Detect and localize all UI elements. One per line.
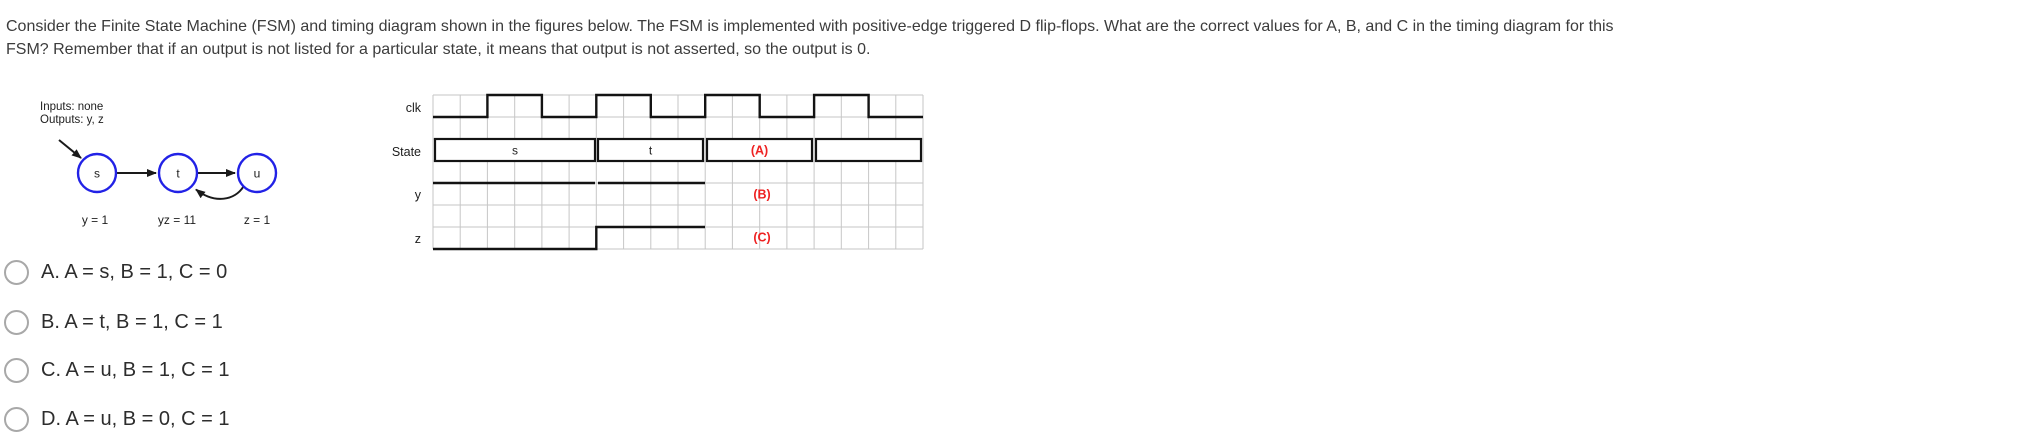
state-output-u: z = 1 bbox=[244, 213, 271, 227]
option-label-c: C. A = u, B = 1, C = 1 bbox=[41, 359, 230, 381]
placeholder-a: (A) bbox=[751, 144, 768, 158]
clk-waveform bbox=[433, 93, 923, 119]
fsm-outputs-label: Outputs: y, z bbox=[40, 114, 104, 126]
option-radio-a[interactable] bbox=[4, 260, 29, 285]
option-label-b: B. A = t, B = 1, C = 1 bbox=[41, 310, 223, 333]
option-radio-c[interactable] bbox=[4, 358, 29, 383]
option-row-c[interactable]: C. A = u, B = 1, C = 1 bbox=[0, 357, 229, 384]
fsm-diagram: Inputs: none Outputs: y, z s t u y = 1 y… bbox=[40, 101, 278, 227]
timing-diagram: clk State y z s t (A) (B) (C) bbox=[392, 93, 924, 251]
signal-label-z: z bbox=[415, 232, 421, 246]
question-text: Consider the Finite State Machine (FSM) … bbox=[6, 15, 1996, 61]
state-box-empty bbox=[814, 137, 923, 163]
fsm-inputs-label: Inputs: none bbox=[40, 101, 103, 113]
question-line-2: FSM? Remember that if an output is not l… bbox=[6, 41, 871, 58]
signal-label-y: y bbox=[415, 188, 422, 202]
state-box-t bbox=[596, 137, 705, 163]
initial-transition-arrow bbox=[58, 139, 82, 159]
state-box-a bbox=[705, 137, 814, 163]
transition-arrow-u-t bbox=[195, 185, 245, 200]
state-output-t: yz = 11 bbox=[158, 213, 196, 227]
option-row-b[interactable]: B. A = t, B = 1, C = 1 bbox=[0, 309, 223, 336]
option-radio-d[interactable] bbox=[4, 406, 29, 432]
state-node-u bbox=[236, 152, 278, 194]
state-output-s: y = 1 bbox=[82, 213, 109, 227]
signal-label-clk: clk bbox=[406, 101, 422, 115]
option-radio-b[interactable] bbox=[4, 309, 29, 335]
state-name-u: u bbox=[254, 167, 261, 181]
state-box-s-label: s bbox=[512, 144, 518, 158]
state-name-s: s bbox=[94, 167, 100, 181]
state-node-s bbox=[76, 152, 118, 194]
question-line-1: Consider the Finite State Machine (FSM) … bbox=[6, 18, 1614, 35]
option-row-d[interactable]: D. A = u, B = 0, C = 1 bbox=[0, 406, 229, 433]
z-waveform bbox=[433, 225, 705, 251]
state-name-t: t bbox=[176, 167, 180, 181]
option-label-a: A. A = s, B = 1, C = 0 bbox=[41, 261, 228, 283]
state-box-t-label: t bbox=[649, 144, 653, 158]
state-node-t bbox=[157, 152, 199, 194]
signal-label-state: State bbox=[392, 145, 421, 159]
placeholder-c: (C) bbox=[753, 231, 770, 245]
option-row-a[interactable]: A. A = s, B = 1, C = 0 bbox=[0, 259, 227, 286]
option-label-d: D. A = u, B = 0, C = 1 bbox=[41, 407, 230, 430]
placeholder-b: (B) bbox=[753, 188, 770, 202]
state-box-s bbox=[433, 137, 597, 163]
